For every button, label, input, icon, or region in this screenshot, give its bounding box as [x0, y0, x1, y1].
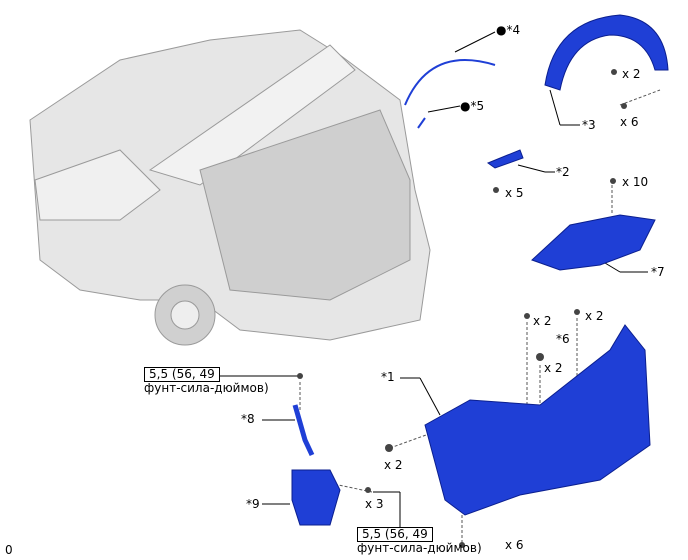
- label-part-1-qty-side: x 2: [384, 458, 403, 472]
- part-1-bumper: [424, 324, 651, 516]
- vehicle-illustration: [29, 29, 431, 346]
- part-9-tank: [291, 469, 341, 526]
- corner-label: 0: [5, 543, 13, 557]
- label-part-6-qty: x 2: [544, 361, 563, 375]
- label-part-8: *8: [241, 412, 255, 426]
- label-part-9: *9: [246, 497, 260, 511]
- label-part-1-qty-bottom: x 6: [505, 538, 524, 552]
- torque-value: 5,5 (56, 49: [144, 367, 220, 382]
- part-7-cover: [531, 214, 656, 271]
- label-part-1: *1: [381, 370, 395, 384]
- label-part-5: ●*5: [460, 99, 485, 113]
- label-part-3-qty-b: x 6: [620, 115, 639, 129]
- label-part-4: ●*4: [496, 23, 521, 37]
- torque-unit: фунт-сила-дюймов): [144, 381, 269, 395]
- blue-parts: [291, 14, 669, 526]
- torque-spec-1: 5,5 (56, 49 фунт-сила-дюймов): [144, 367, 269, 395]
- label-part-2: *2: [556, 165, 570, 179]
- part-3-wheel-arch: [544, 14, 669, 91]
- torque-value: 5,5 (56, 49: [357, 527, 433, 542]
- label-part-1-qty-b: x 2: [585, 309, 604, 323]
- part-2-bracket: [486, 149, 524, 169]
- label-part-2-qty: x 5: [505, 186, 524, 200]
- part-4-molding: [404, 59, 496, 106]
- label-part-1-qty-a: x 2: [533, 314, 552, 328]
- label-part-6: *6: [556, 332, 570, 346]
- label-part-3: *3: [582, 118, 596, 132]
- part-8-hose: [292, 404, 315, 457]
- torque-unit: фунт-сила-дюймов): [357, 541, 482, 555]
- leader-lines: [208, 31, 648, 528]
- label-part-7: *7: [651, 265, 665, 279]
- label-part-3-qty-a: x 2: [622, 67, 641, 81]
- part-5-clip: [417, 117, 426, 129]
- fasteners: [297, 69, 627, 548]
- label-part-9-qty: x 3: [365, 497, 384, 511]
- torque-spec-2: 5,5 (56, 49 фунт-сила-дюймов): [357, 527, 482, 555]
- label-part-7-qty: x 10: [622, 175, 649, 189]
